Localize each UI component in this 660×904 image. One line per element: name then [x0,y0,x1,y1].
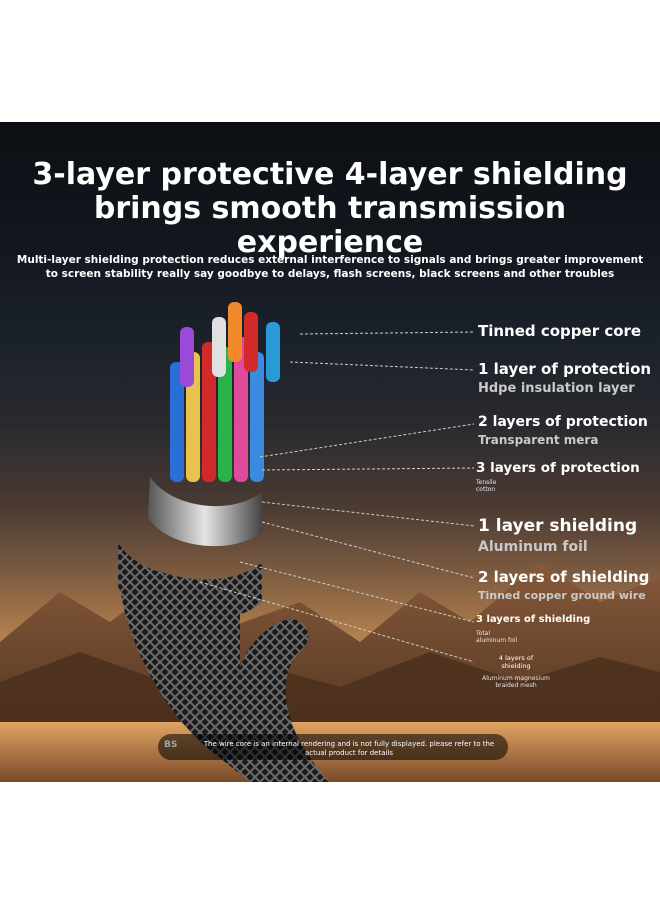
label-protection-2-sub: Transparent mera [478,433,599,447]
headline-line-2: brings smooth transmission experience [93,191,567,260]
label-shielding-3: 3 layers of shielding [476,614,591,625]
product-image-panel: 3-layer protective 4-layer shielding bri… [0,122,660,782]
footnote-line-2: actual product for details [304,749,394,757]
label-shielding-4-1: 4 layers of [498,654,534,662]
label-protection-3: 3 layers of protection [476,460,640,476]
label-protection-1-sub: Hdpe insulation layer [478,381,635,396]
label-shielding-4-2: shielding [501,662,531,670]
cable-illustration [0,302,660,782]
label-protection-1: 1 layer of protection [478,360,652,378]
headline-line-1: 3-layer protective 4-layer shielding [32,157,628,192]
label-shielding-2-sub: Tinned copper ground wire [478,589,646,602]
label-shielding-3-sub-2: aluminum foil [476,637,518,644]
footnote-line-1: The wire core is an internal rendering a… [203,740,495,748]
label-protection-3-sub-2: cotton [476,486,496,493]
label-shielding-1: 1 layer shielding [478,516,638,536]
label-tinned-copper-core: Tinned copper core [478,322,642,340]
label-protection-3-sub-1: Tensile [476,479,497,486]
watermark-logo: BS [164,740,178,750]
label-shielding-4-sub-1: Aluminum magnesium [482,675,550,682]
label-shielding-2: 2 layers of shielding [478,568,650,586]
label-shielding-3-sub-1: Total [476,630,491,637]
label-protection-2: 2 layers of protection [478,414,648,430]
label-shielding-4-sub-2: braided mesh [495,682,537,689]
description-line-2: to screen stability really say goodbye t… [45,268,615,280]
label-shielding-1-sub: Aluminum foil [478,539,588,555]
description-line-1: Multi-layer shielding protection reduces… [16,254,644,266]
